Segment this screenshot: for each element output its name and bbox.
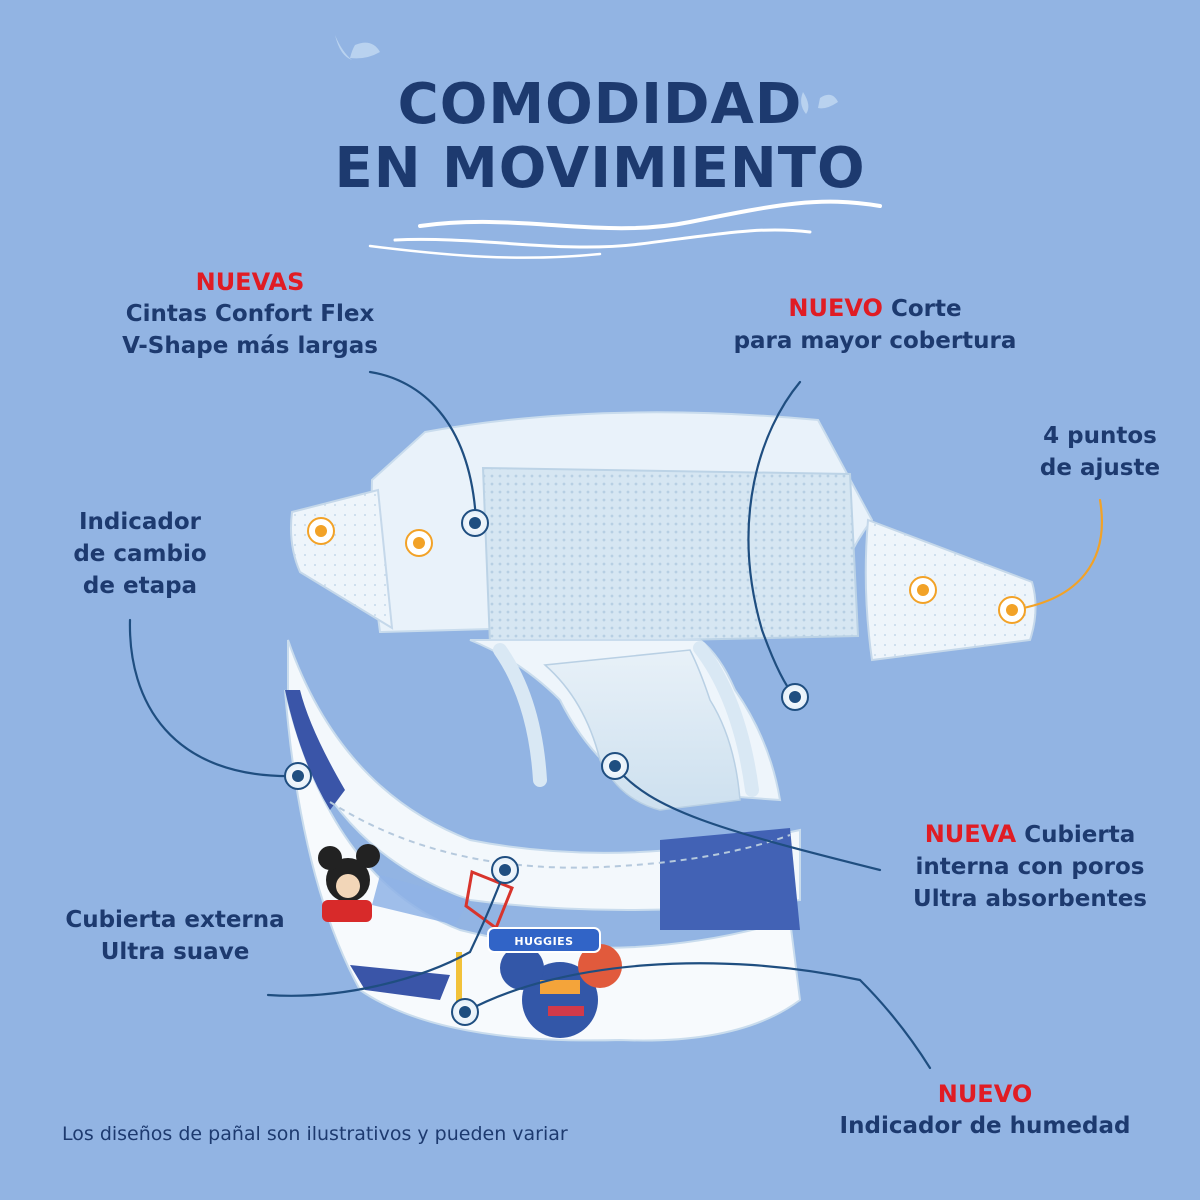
callout-etapa-line2: de cambio	[73, 541, 207, 567]
callout-puntos-line1: 4 puntos	[1043, 423, 1157, 449]
callout-externa-line1: Cubierta externa	[65, 907, 285, 933]
leader-line-corte	[747, 380, 802, 699]
fastening-point-icon	[307, 517, 1026, 624]
leaf-decoration-icon	[335, 35, 838, 114]
callout-humedad: NUEVO Indicador de humedad	[810, 1078, 1160, 1142]
callout-cubierta-externa: Cubierta externa Ultra suave	[40, 904, 310, 968]
callout-cintas: NUEVAS Cintas Confort Flex V-Shape más l…	[60, 266, 440, 362]
callout-interna-highlight: NUEVA	[924, 820, 1017, 848]
callout-humedad-highlight: NUEVO	[937, 1080, 1033, 1108]
callout-corte-highlight: NUEVO	[788, 294, 883, 322]
callout-interna-line1: Cubierta	[1016, 822, 1136, 848]
character-print-icon	[318, 844, 470, 925]
callout-cubierta-interna: NUEVA Cubierta interna con poros Ultra a…	[880, 818, 1180, 915]
callout-etapa-line3: de etapa	[82, 573, 198, 599]
callout-interna-line2: interna con poros	[915, 854, 1145, 880]
callout-externa-line2: Ultra suave	[100, 939, 250, 965]
leader-line-externa	[266, 868, 507, 997]
leader-line-interna	[613, 764, 882, 872]
ears-print-icon	[500, 944, 622, 1038]
callout-humedad-line2: Indicador de humedad	[839, 1113, 1131, 1139]
wave-decoration-icon	[368, 199, 882, 259]
page-title-line2: EN MOVIMIENTO	[334, 136, 866, 201]
callout-puntos: 4 puntos de ajuste	[1010, 420, 1190, 484]
page-title-line1: COMODIDAD	[397, 72, 803, 137]
callout-cintas-line1: Cintas Confort Flex	[125, 301, 375, 327]
leader-lines	[128, 370, 1103, 1070]
diaper-image: HUGGIES	[284, 411, 1037, 1042]
leader-line-cintas	[368, 370, 478, 522]
leader-line-etapa	[128, 618, 300, 778]
disclaimer-text: Los diseños de pañal son ilustrativos y …	[62, 1123, 568, 1145]
callout-interna-line3: Ultra absorbentes	[913, 886, 1147, 912]
callout-corte-line2: para mayor cobertura	[733, 328, 1017, 354]
svg-text:HUGGIES: HUGGIES	[514, 935, 573, 948]
callout-etapa-line1: Indicador	[78, 509, 202, 535]
brand-logo: HUGGIES	[487, 927, 601, 953]
callout-dots	[284, 509, 1026, 1026]
feature-point-icon	[284, 509, 809, 1026]
callout-cintas-line2: V-Shape más largas	[122, 333, 378, 359]
callout-puntos-line2: de ajuste	[1039, 455, 1161, 481]
leader-line-humedad	[463, 962, 932, 1070]
leader-line-puntos	[1010, 498, 1103, 612]
callout-indicador-etapa: Indicador de cambio de etapa	[40, 506, 240, 602]
callout-corte: NUEVO Corte para mayor cobertura	[690, 292, 1060, 357]
callout-corte-line1: Corte	[882, 296, 962, 322]
callout-cintas-highlight: NUEVAS	[195, 268, 305, 296]
